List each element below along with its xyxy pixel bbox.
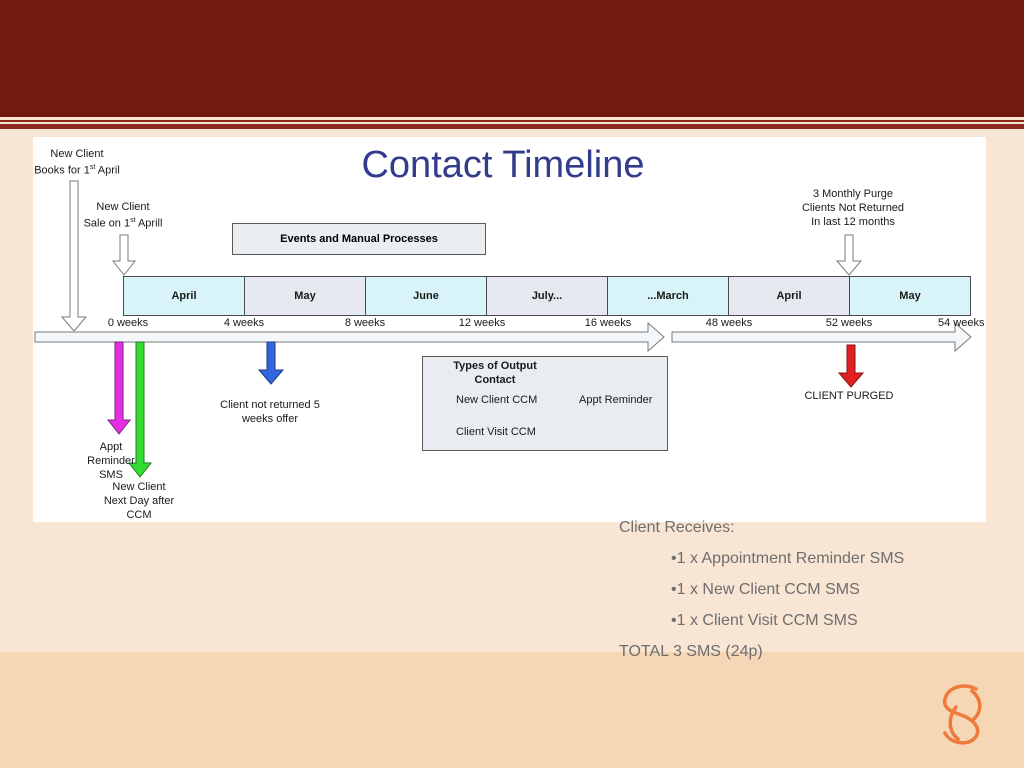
diagram-title: Contact Timeline [361, 144, 645, 186]
note-line: Sale on 1st Aprill [83, 217, 163, 230]
week-label: 8 weeks [344, 317, 386, 329]
client-purged-arrow [837, 344, 865, 388]
note-new-client-books: New Client Books for 1st April [33, 147, 121, 178]
contact-timeline-diagram: Contact Timeline New Client Books for 1s… [33, 137, 986, 522]
note-line: New Client [96, 201, 150, 213]
sms-total: TOTAL 3 SMS (24p) [619, 643, 763, 660]
timeline-arrow-right [671, 321, 972, 353]
header-rule-thick [0, 124, 1024, 129]
note-line: In last 12 months [811, 216, 895, 228]
legend-title-line: Contact [474, 374, 516, 386]
note-line: Clients Not Returned [801, 202, 905, 214]
purge-arrow [835, 234, 863, 276]
s-swirl-logo-icon [942, 684, 982, 745]
month-cell: June [365, 276, 487, 316]
note-line: Client not returned 5 [220, 399, 320, 411]
month-cell: April [123, 276, 245, 316]
sms-item: •1 x Client Visit CCM SMS [671, 612, 858, 629]
sms-item: •1 x New Client CCM SMS [671, 581, 860, 598]
note-line: New Client [112, 481, 166, 493]
month-cell: May [244, 276, 366, 316]
new-client-ccm-arrow [127, 341, 153, 478]
header-rule-thin [0, 120, 1024, 122]
sale-arrow [111, 234, 137, 276]
week-label: 52 weeks [825, 317, 873, 329]
footer-band [0, 652, 1024, 768]
month-cell: April [728, 276, 850, 316]
legend-title-line: Types of Output [453, 360, 537, 372]
week-label: 12 weeks [458, 317, 506, 329]
note-line: Books for 1st April [34, 164, 120, 177]
legend-appt-reminder-label: Appt Reminder [579, 394, 653, 406]
events-manual-processes-box: Events and Manual Processes [232, 223, 486, 255]
note-line: weeks offer [241, 413, 299, 425]
note-line: Reminder [87, 455, 135, 467]
note-new-client-next-day: New Client Next Day after CCM [95, 480, 183, 522]
note-appt-reminder-sms: Appt Reminder SMS [81, 440, 141, 482]
week-label: 4 weeks [223, 317, 265, 329]
note-monthly-purge: 3 Monthly Purge Clients Not Returned In … [788, 187, 918, 229]
month-cell: ...March [607, 276, 729, 316]
client-visit-ccm-arrow [257, 341, 285, 385]
legend-client-visit-ccm-label: Client Visit CCM [456, 426, 536, 438]
note-line: CCM [126, 509, 152, 521]
books-arrow [60, 180, 88, 332]
week-label: 0 weeks [107, 317, 149, 329]
week-label: 54 weeks [938, 317, 985, 329]
header-band [0, 0, 1024, 117]
legend-new-client-ccm-label: New Client CCM [456, 394, 538, 406]
output-contact-legend: Types of Output Contact New Client CCM A… [422, 356, 668, 451]
note-client-not-returned: Client not returned 5 weeks offer [205, 398, 335, 426]
legend-title: Types of Output Contact [423, 359, 567, 387]
note-line: SMS [99, 469, 123, 481]
month-cell: July... [486, 276, 608, 316]
note-line: New Client [50, 148, 104, 160]
week-label: 16 weeks [584, 317, 632, 329]
note-line: Appt [99, 441, 123, 453]
note-line: Next Day after [103, 495, 175, 507]
week-label: 48 weeks [705, 317, 753, 329]
note-client-purged: CLIENT PURGED [804, 390, 894, 402]
month-cell: May [849, 276, 971, 316]
note-new-client-sale: New Client Sale on 1st Aprill [79, 200, 167, 231]
sms-item: •1 x Appointment Reminder SMS [671, 550, 905, 567]
sms-heading: Client Receives: [619, 519, 735, 536]
note-line: 3 Monthly Purge [812, 188, 894, 200]
appt-reminder-arrow [106, 341, 132, 435]
